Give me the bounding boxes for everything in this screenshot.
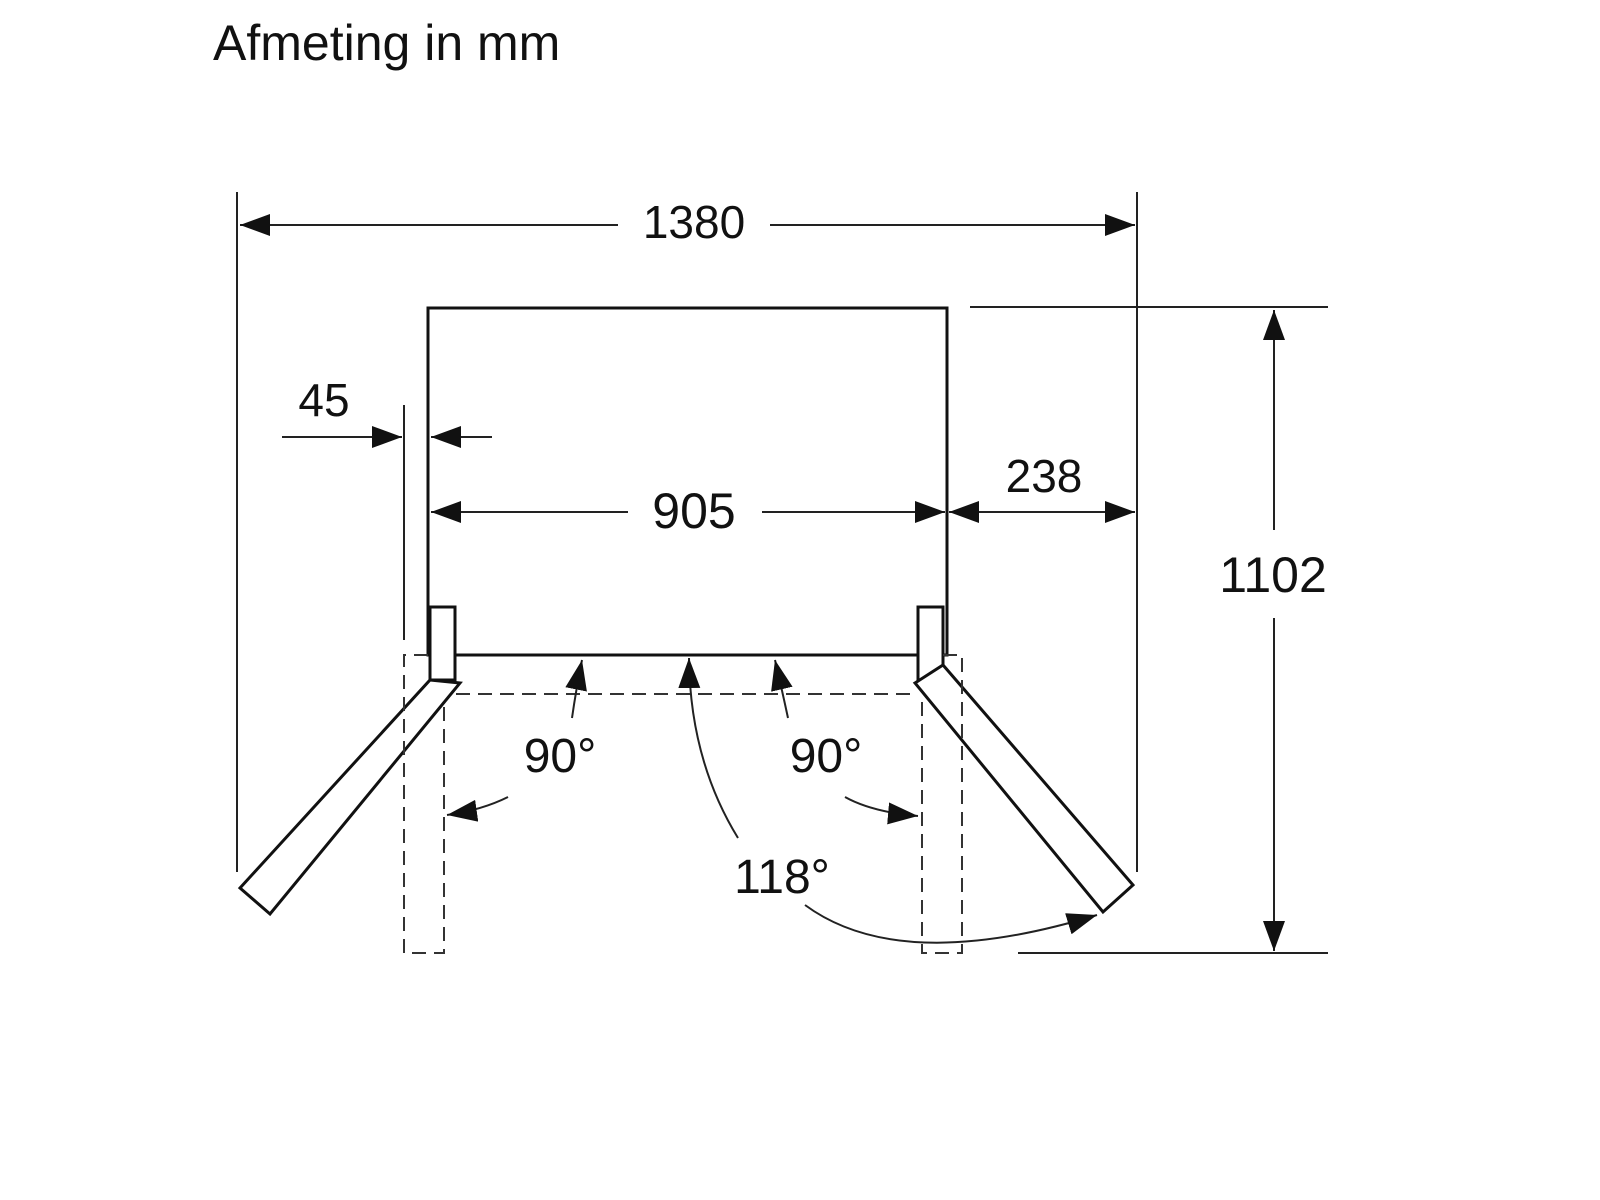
side-clearance-dimension: 238	[949, 450, 1135, 523]
right-door	[912, 663, 1136, 915]
max-opening-angle: 118°	[678, 657, 1098, 944]
right-door-angle: 90°	[771, 659, 919, 825]
left-door	[237, 678, 463, 917]
body-width-label: 905	[652, 483, 735, 539]
diagram-title: Afmeting in mm	[213, 15, 560, 71]
right-angle-label: 90°	[790, 730, 863, 783]
left-door-angle: 90°	[446, 659, 597, 822]
total-width-label: 1380	[643, 196, 745, 248]
left-hinge	[428, 605, 457, 682]
hinge-offset-label: 45	[298, 374, 349, 426]
fridge-body	[426, 306, 949, 657]
closed-door-outline	[403, 654, 963, 954]
total-depth-label: 1102	[1219, 547, 1327, 603]
total-width-dimension: 1380	[236, 192, 1138, 872]
max-angle-label: 118°	[734, 851, 830, 904]
side-clearance-label: 238	[1006, 450, 1083, 502]
left-angle-label: 90°	[524, 730, 597, 783]
body-width-dimension: 905	[431, 483, 945, 539]
total-depth-dimension: 1102	[970, 306, 1328, 954]
hinge-offset-dimension: 45	[282, 374, 492, 640]
